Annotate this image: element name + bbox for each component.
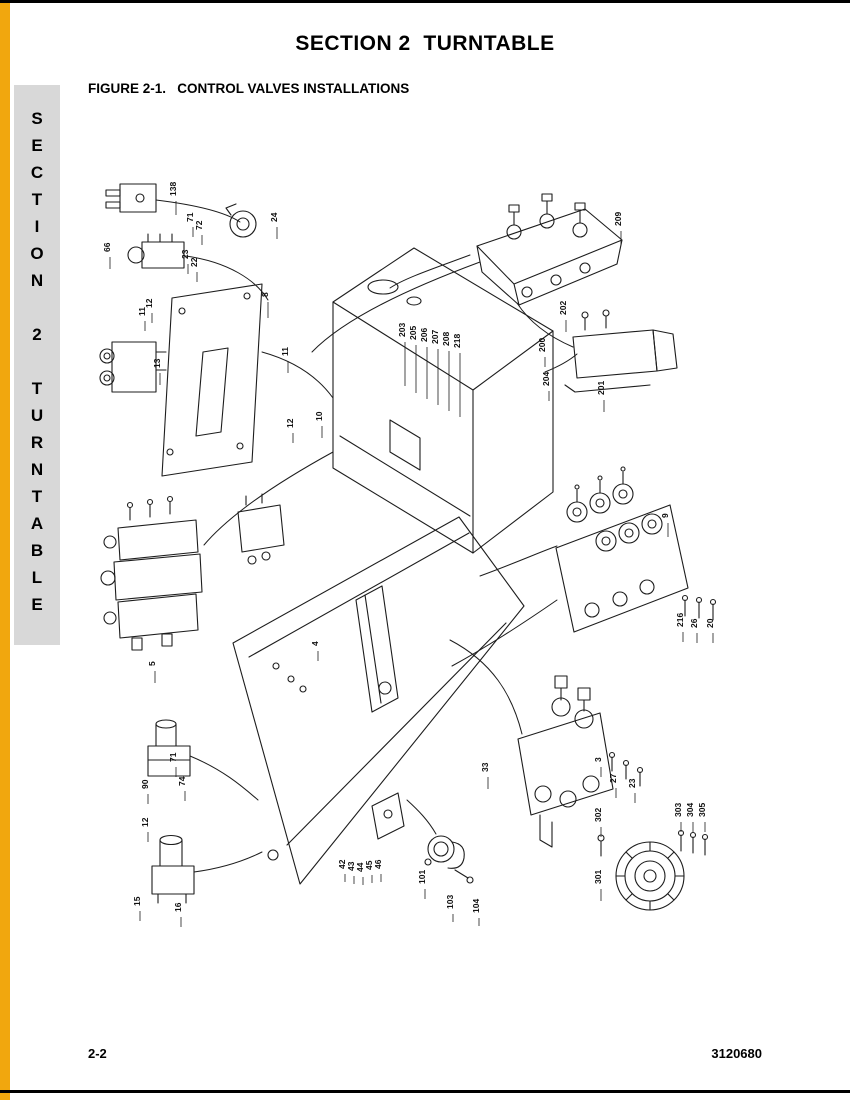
part-callout-20: 20 bbox=[705, 618, 715, 628]
sidebar-letter: C bbox=[30, 163, 44, 182]
part-callout-23: 23 bbox=[180, 249, 190, 259]
part-callout-304: 304 bbox=[685, 803, 695, 817]
part-callout-201: 201 bbox=[596, 381, 606, 395]
sidebar-letter: R bbox=[30, 433, 44, 452]
sidebar-letter: E bbox=[31, 595, 43, 614]
clamp-assembly bbox=[371, 792, 474, 884]
part-callout-218: 218 bbox=[452, 334, 462, 348]
section-title: SECTION 2 TURNTABLE bbox=[295, 32, 555, 55]
mounting-plate-8 bbox=[161, 283, 263, 477]
sidebar-letter: E bbox=[31, 136, 43, 155]
motor-301 bbox=[597, 829, 709, 911]
part-callout-33: 33 bbox=[480, 762, 490, 772]
plug-138 bbox=[105, 183, 157, 213]
part-callout-12: 12 bbox=[285, 418, 295, 428]
part-callout-71: 71 bbox=[168, 752, 178, 762]
part-callout-9: 9 bbox=[660, 513, 670, 518]
sidebar-letter: B bbox=[30, 541, 44, 560]
part-callout-208: 208 bbox=[441, 332, 451, 346]
part-callout-12: 12 bbox=[140, 817, 150, 827]
part-callout-4: 4 bbox=[310, 641, 320, 646]
sidebar-letter: L bbox=[31, 568, 43, 587]
part-callout-11: 11 bbox=[280, 347, 290, 356]
sidebar-letter: I bbox=[34, 217, 40, 236]
part-callout-138: 138 bbox=[168, 182, 178, 196]
part-callout-23: 23 bbox=[627, 778, 637, 788]
part-callout-200: 200 bbox=[537, 338, 547, 352]
hoses-and-leader-lines bbox=[155, 199, 578, 873]
part-callout-46: 46 bbox=[373, 859, 383, 869]
sidebar-letter: U bbox=[30, 406, 44, 425]
part-callout-15: 15 bbox=[132, 896, 142, 906]
part-callout-72: 72 bbox=[194, 220, 204, 230]
part-callout-202: 202 bbox=[558, 301, 568, 315]
part-callout-216: 216 bbox=[675, 613, 685, 627]
part-callout-13: 13 bbox=[152, 358, 162, 368]
document-number: 3120680 bbox=[711, 1046, 762, 1061]
sidebar-letter: T bbox=[31, 190, 43, 209]
part-callout-209: 209 bbox=[613, 212, 623, 226]
sidebar-letter: T bbox=[31, 487, 43, 506]
part-callout-27: 27 bbox=[608, 773, 618, 783]
valve-90 bbox=[147, 719, 191, 777]
part-callout-24: 24 bbox=[269, 212, 279, 222]
valve-bank-top-right bbox=[476, 193, 623, 306]
part-callout-11: 11 bbox=[137, 307, 147, 316]
part-callout-26: 26 bbox=[689, 618, 699, 628]
sidebar-letter: 2 bbox=[32, 325, 42, 344]
valve-block-13 bbox=[99, 341, 167, 393]
part-callout-303: 303 bbox=[673, 803, 683, 817]
hydraulic-tank bbox=[332, 247, 554, 554]
part-callout-206: 206 bbox=[419, 328, 429, 342]
page-border-top bbox=[0, 0, 850, 3]
sidebar-letter: A bbox=[30, 514, 44, 533]
part-callout-8: 8 bbox=[260, 292, 270, 297]
valve-block-201 bbox=[564, 309, 678, 393]
part-callout-74: 74 bbox=[177, 776, 187, 786]
bracket-block-mid bbox=[237, 493, 285, 565]
part-callout-90: 90 bbox=[140, 779, 150, 789]
solenoid-15 bbox=[151, 834, 195, 904]
part-callout-43: 43 bbox=[346, 861, 356, 871]
part-callout-3: 3 bbox=[593, 757, 603, 762]
figure-caption: FIGURE 2-1. CONTROL VALVES INSTALLATIONS bbox=[88, 81, 410, 96]
sidebar-letter: T bbox=[31, 379, 43, 398]
horn-24 bbox=[225, 203, 257, 238]
part-callout-5: 5 bbox=[147, 661, 157, 666]
valve-assembly-3 bbox=[517, 675, 644, 848]
main-control-valve-9 bbox=[555, 466, 717, 633]
part-callout-22: 22 bbox=[189, 257, 199, 267]
part-callout-104: 104 bbox=[471, 899, 481, 913]
turntable-frame bbox=[232, 516, 525, 885]
page-number: 2-2 bbox=[88, 1046, 107, 1061]
part-callout-71: 71 bbox=[185, 212, 195, 222]
sidebar-letter: N bbox=[30, 460, 44, 479]
sidebar-letter: O bbox=[30, 244, 44, 263]
part-callout-45: 45 bbox=[364, 860, 374, 870]
page-border-bottom bbox=[0, 1090, 850, 1093]
relay-valve-66 bbox=[127, 233, 185, 269]
part-callout-42: 42 bbox=[337, 859, 347, 869]
part-callout-16: 16 bbox=[173, 902, 183, 912]
part-callout-302: 302 bbox=[593, 808, 603, 822]
part-callout-103: 103 bbox=[445, 895, 455, 909]
manifold-5 bbox=[100, 495, 203, 651]
part-callout-204: 204 bbox=[541, 372, 551, 386]
part-callout-207: 207 bbox=[430, 330, 440, 344]
part-callout-205: 205 bbox=[408, 326, 418, 340]
part-callout-12: 12 bbox=[144, 298, 154, 308]
part-callout-101: 101 bbox=[417, 870, 427, 884]
part-callout-66: 66 bbox=[102, 242, 112, 252]
sidebar-letter: S bbox=[31, 109, 43, 128]
part-callout-10: 10 bbox=[314, 411, 324, 421]
part-callout-203: 203 bbox=[397, 323, 407, 337]
page-edge-bar bbox=[0, 0, 10, 1100]
sidebar-letter: N bbox=[30, 271, 44, 290]
part-callout-301: 301 bbox=[593, 870, 603, 884]
part-callout-305: 305 bbox=[697, 803, 707, 817]
part-callout-44: 44 bbox=[355, 862, 365, 872]
